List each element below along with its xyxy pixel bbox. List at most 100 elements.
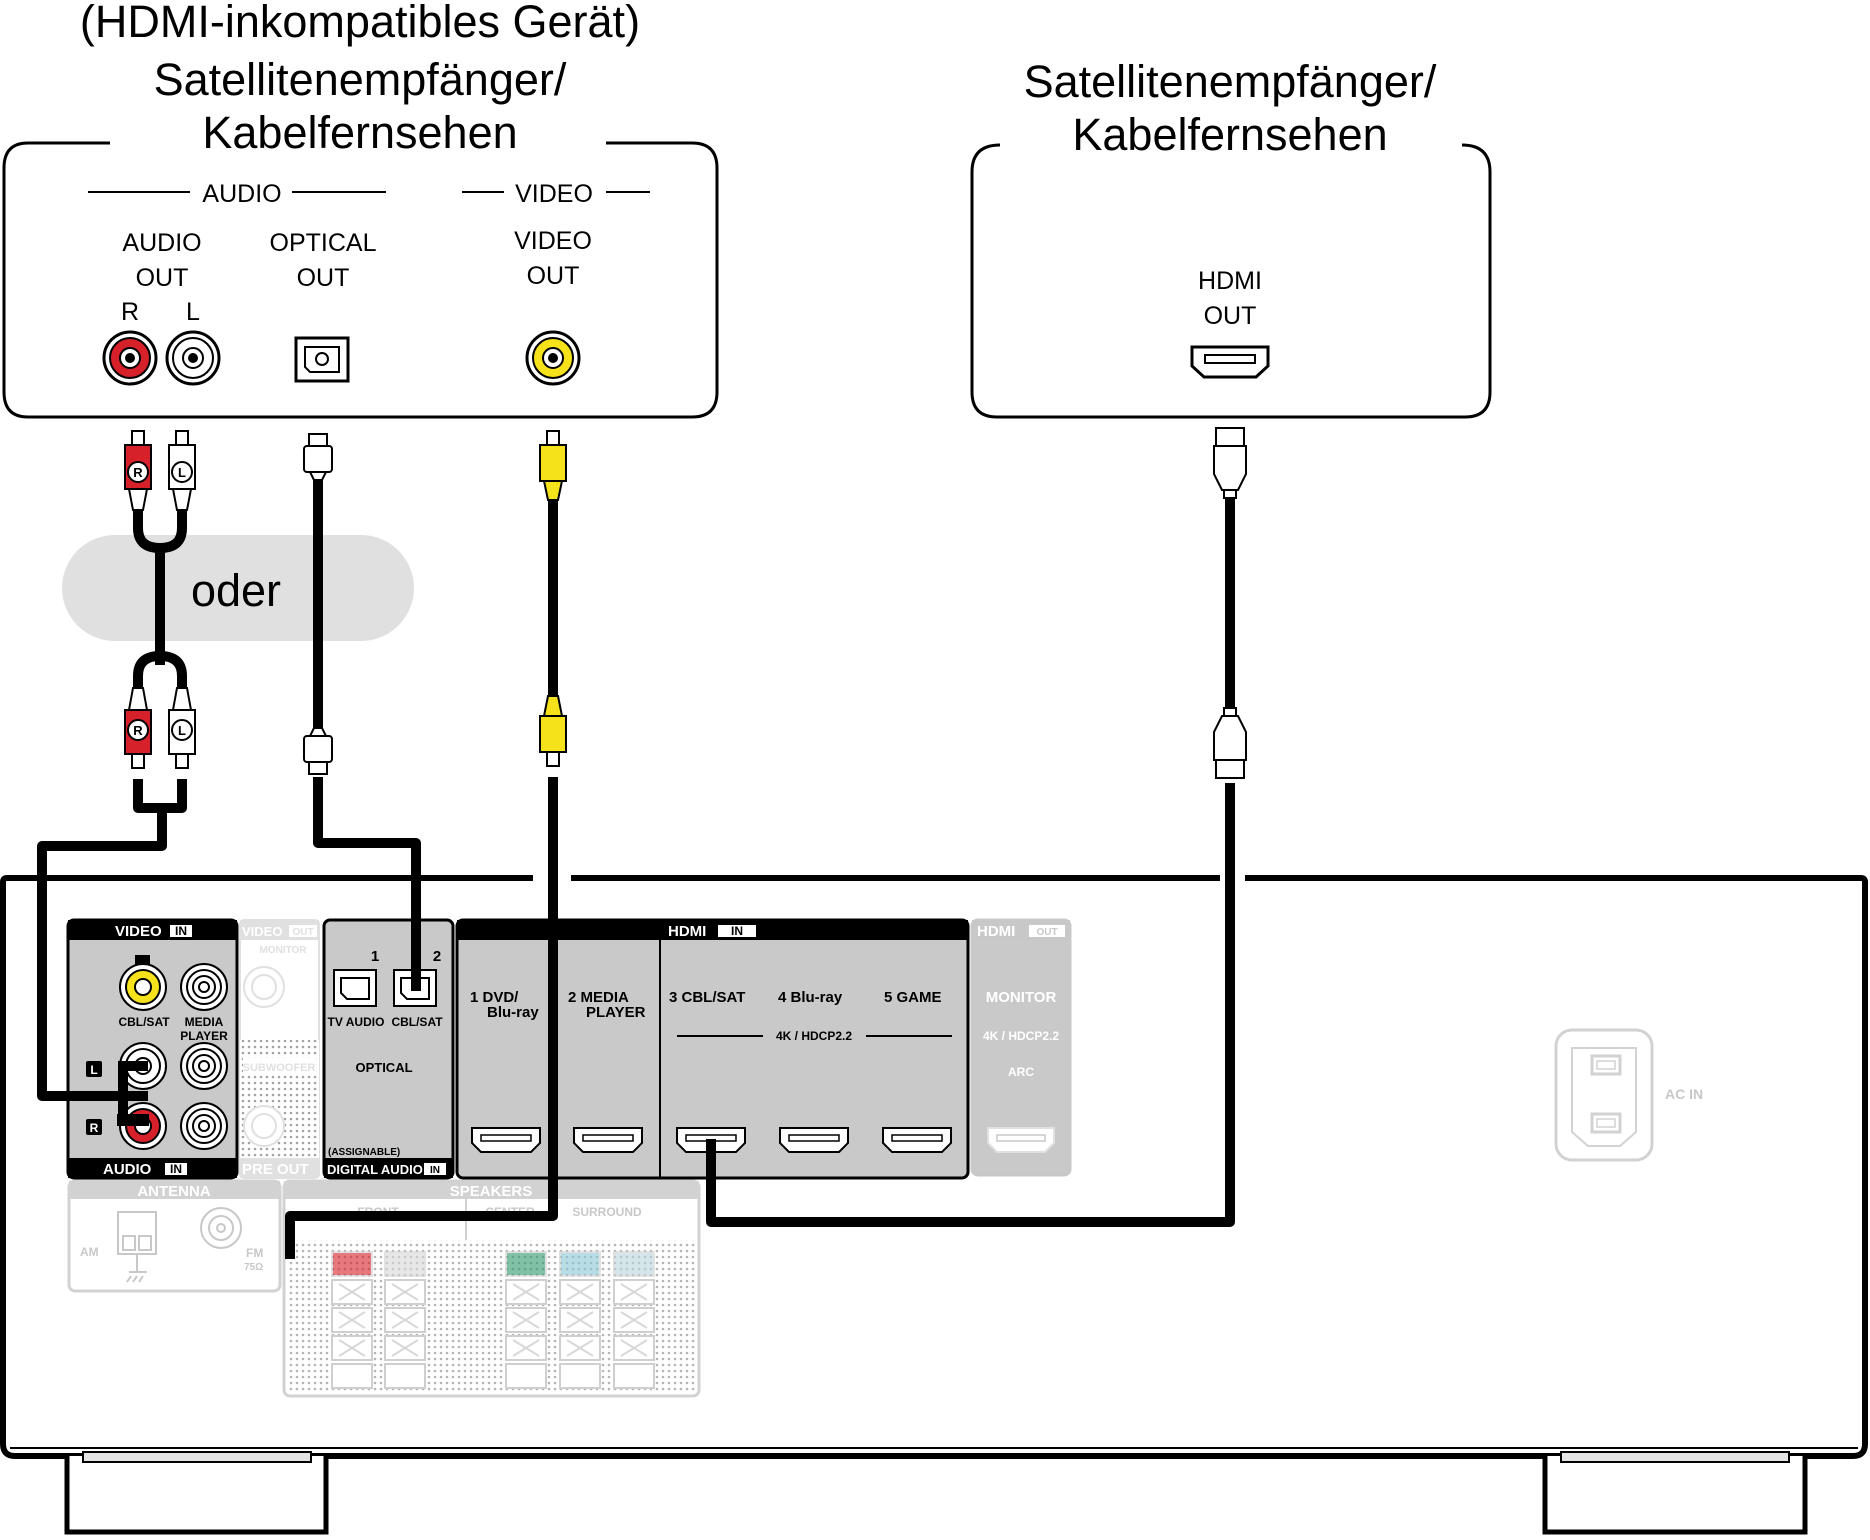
speaker-terminals bbox=[331, 1251, 655, 1389]
speaker-terminal bbox=[559, 1251, 601, 1277]
optical-out-label-line2: OUT bbox=[297, 264, 350, 292]
surround-label: SURROUND bbox=[572, 1205, 642, 1219]
am-label: AM bbox=[80, 1245, 99, 1259]
speaker-terminal-mark bbox=[391, 1311, 419, 1329]
video-media-player-label-line1: MEDIA bbox=[185, 1015, 224, 1029]
hdmi2-label-line2: PLAYER bbox=[586, 1004, 646, 1021]
rca-plug-bottom-r: R bbox=[124, 687, 152, 769]
speaker-terminal bbox=[331, 1307, 373, 1333]
optical-out-port bbox=[294, 336, 350, 383]
rca-plug-bottom-l: L bbox=[168, 687, 196, 769]
audio-in-media-player-l-jack bbox=[180, 1042, 228, 1090]
video-in-media-player-jack bbox=[180, 963, 228, 1011]
antenna-panel: ANTENNA AM FM 75Ω bbox=[67, 1179, 282, 1293]
audio-in-media-player-r-jack bbox=[180, 1102, 228, 1150]
speaker-terminal bbox=[505, 1363, 547, 1389]
rca-plug-top-r-label: R bbox=[133, 465, 143, 480]
rca-plug-bottom-l-label: L bbox=[178, 723, 186, 738]
speaker-terminal-mark bbox=[338, 1283, 366, 1301]
hdmi2-port bbox=[573, 1127, 643, 1153]
hdmi2-label-line1: 2 MEDIA bbox=[568, 989, 629, 1006]
video-cbl-sat-label: CBL/SAT bbox=[118, 1015, 170, 1029]
digital-audio-header: DIGITAL AUDIO bbox=[327, 1162, 423, 1177]
am-terminal bbox=[117, 1211, 157, 1283]
speaker-terminal-mark bbox=[620, 1283, 648, 1301]
left-device-title-line1: Satellitenempfänger/ bbox=[154, 54, 567, 105]
speaker-terminal-mark bbox=[391, 1283, 419, 1301]
audio-in-header: AUDIO bbox=[103, 1161, 152, 1178]
rca-plug-top-l-label: L bbox=[178, 465, 186, 480]
hdmi3-label: 3 CBL/SAT bbox=[669, 989, 745, 1006]
analog-audio-cable-bottom-route bbox=[37, 779, 187, 1125]
hdmi1-label-line2: Blu-ray bbox=[487, 1004, 539, 1021]
audio-r-badge: R bbox=[90, 1121, 99, 1135]
hdmi1-label-line1: 1 DVD/ bbox=[470, 989, 519, 1006]
pre-out-label: PRE OUT bbox=[242, 1161, 309, 1178]
video-out-header: VIDEO bbox=[242, 924, 282, 939]
subwoofer-label: SUBWOOFER bbox=[243, 1062, 316, 1074]
left-device-note: (HDMI-inkompatibles Gerät) bbox=[80, 0, 640, 47]
hdmi-out-header: HDMI bbox=[977, 923, 1015, 940]
speaker-terminal bbox=[384, 1363, 426, 1389]
ac-in-label: AC IN bbox=[1665, 1086, 1703, 1102]
hdmi-out-monitor-label: MONITOR bbox=[986, 989, 1057, 1006]
video-media-player-label-line2: PLAYER bbox=[180, 1029, 228, 1043]
left-foot bbox=[64, 1451, 329, 1535]
speakers-header: SPEAKERS bbox=[450, 1183, 533, 1200]
hdmi-out-hdcp-label: 4K / HDCP2.2 bbox=[983, 1029, 1059, 1043]
antenna-header: ANTENNA bbox=[137, 1183, 210, 1200]
receiver-chassis bbox=[0, 875, 1868, 1535]
optical-plug-bottom bbox=[303, 727, 333, 775]
speaker-terminal bbox=[613, 1363, 655, 1389]
hdmi1-port bbox=[471, 1127, 541, 1153]
audio-group-label: AUDIO bbox=[202, 180, 281, 208]
hdmi-hdcp-label: 4K / HDCP2.2 bbox=[776, 1029, 852, 1043]
rca-plug-bottom-r-label: R bbox=[133, 723, 143, 738]
left-device: (HDMI-inkompatibles Gerät) Satellitenemp… bbox=[2, 0, 719, 419]
optical-plug-top bbox=[303, 433, 333, 481]
speaker-terminal-mark bbox=[512, 1311, 540, 1329]
speaker-terminal bbox=[331, 1363, 373, 1389]
video-plug-top bbox=[539, 430, 567, 501]
hdmi-in-header: HDMI bbox=[668, 923, 706, 940]
speaker-terminal-mark bbox=[338, 1339, 366, 1357]
speaker-terminal-mark bbox=[512, 1283, 540, 1301]
right-device-box bbox=[970, 143, 1492, 419]
speaker-terminal bbox=[384, 1279, 426, 1305]
tv-audio-label: TV AUDIO bbox=[328, 1015, 385, 1029]
speaker-terminal-mark bbox=[338, 1311, 366, 1329]
video-out-jack bbox=[525, 330, 581, 386]
video-out-badge: OUT bbox=[292, 927, 313, 938]
video-in-badge: IN bbox=[175, 924, 187, 938]
fm-ohm-label: 75Ω bbox=[244, 1262, 263, 1273]
speaker-terminal bbox=[384, 1251, 426, 1277]
hdmi-plug-bottom bbox=[1213, 707, 1247, 779]
video-out-label-line1: VIDEO bbox=[514, 227, 592, 255]
speaker-terminal-mark bbox=[620, 1311, 648, 1329]
assignable-label: (ASSIGNABLE) bbox=[328, 1147, 400, 1158]
right-foot bbox=[1542, 1451, 1808, 1535]
video-cable-bottom bbox=[285, 777, 558, 1259]
hdmi-in-panel: HDMI IN 1 DVD/ Blu-ray 2 MEDIA PLAYER 3 … bbox=[455, 918, 970, 1180]
optical-cbl-sat-label: CBL/SAT bbox=[391, 1015, 443, 1029]
hdmi-cable-bottom bbox=[706, 783, 1235, 1227]
video-monitor-label: MONITOR bbox=[259, 945, 307, 956]
rca-plug-top-l: L bbox=[168, 430, 196, 511]
speaker-terminal bbox=[559, 1279, 601, 1305]
optical-1-number: 1 bbox=[371, 948, 379, 965]
video-out-preout-panel: VIDEO OUT MONITOR SUBWOOFER PRE OUT bbox=[239, 919, 320, 1179]
hdmi-out-arc-label: ARC bbox=[1008, 1065, 1034, 1079]
speaker-terminal bbox=[613, 1251, 655, 1277]
optical-2-number: 2 bbox=[433, 948, 441, 965]
video-in-cbl-sat-jack bbox=[119, 963, 167, 1011]
hdmi5-port bbox=[882, 1127, 952, 1153]
digital-audio-badge: IN bbox=[430, 1165, 440, 1176]
fm-label: FM bbox=[246, 1246, 263, 1260]
right-device: Satellitenempfänger/ Kabelfernsehen HDMI… bbox=[970, 56, 1492, 419]
rca-plug-top-r: R bbox=[124, 430, 152, 511]
video-plug-bottom bbox=[539, 695, 567, 767]
audio-out-label-line1: AUDIO bbox=[122, 229, 201, 257]
hdmi5-label: 5 GAME bbox=[884, 989, 942, 1006]
hdmi-out-monitor-port bbox=[987, 1127, 1055, 1153]
